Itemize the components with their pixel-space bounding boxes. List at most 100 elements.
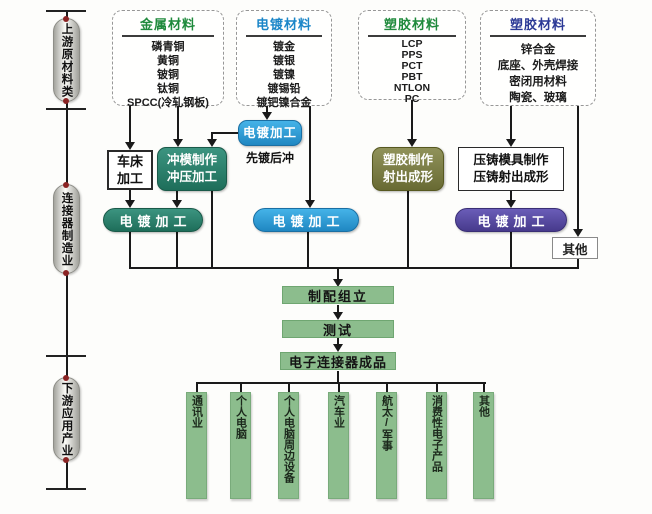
material-item: 镀钯镍合金 — [256, 97, 312, 109]
material-item: 陶瓷、玻璃 — [509, 92, 567, 104]
material-item: 钛铜 — [157, 83, 179, 95]
connector-line — [386, 382, 388, 393]
application-bar-pc-peripherals: 个人电脑周边设备 — [278, 392, 299, 499]
material-item: LCP — [401, 38, 423, 50]
capsule-dot — [63, 270, 69, 276]
stage-capsule-downstream-applications: 下游应用产业 — [53, 377, 80, 461]
connector-arrowhead — [125, 142, 135, 150]
die-casting-line2: 压铸射出成形 — [473, 170, 549, 184]
application-bar-consumer-electronics: 消费性电子产品 — [426, 392, 447, 499]
connector-line — [577, 259, 579, 268]
connector-arrowhead — [333, 312, 343, 320]
application-label: 汽车业 — [332, 395, 345, 428]
application-label: 航太/军事 — [380, 395, 393, 451]
connector-line — [483, 382, 485, 393]
stamping-process-box: 冲模制作 冲压加工 — [157, 147, 227, 191]
connector-arrowhead — [173, 139, 183, 147]
connector-arrowhead — [333, 344, 343, 352]
material-item: 铍铜 — [157, 69, 179, 81]
die-casting-process-box: 压铸模具制作 压铸射出成形 — [458, 147, 564, 191]
connector-line — [211, 132, 238, 134]
application-label: 其他 — [477, 395, 490, 417]
connector-line — [288, 382, 290, 393]
product-bar: 电子连接器成品 — [280, 352, 396, 370]
capsule-dot — [63, 375, 69, 381]
plating-bar-metal: 电镀加工 — [103, 208, 203, 232]
material-item: SPCC(冷轧钢板) — [127, 97, 209, 109]
application-bar-automotive: 汽车业 — [328, 392, 349, 499]
plating-bar-label: 电镀加工 — [477, 213, 550, 229]
connector-line — [337, 268, 339, 279]
material-item: 镀锡铅 — [267, 83, 301, 95]
stage-rail-tick — [46, 355, 86, 357]
material-item: 磷青铜 — [151, 41, 185, 53]
material-item: 镀银 — [273, 55, 295, 67]
material-box-title: 电镀材料 — [246, 14, 322, 37]
capsule-dot — [63, 16, 69, 22]
stage-label: 下游应用产业 — [60, 381, 73, 457]
material-box-metal: 金属材料 磷青铜 黄铜 铍铜 钛铜 SPCC(冷轧钢板) — [112, 10, 224, 109]
application-bar-telecom: 通讯业 — [186, 392, 207, 499]
application-bar-pc: 个人电脑 — [230, 392, 251, 499]
material-item: NTLON — [393, 82, 431, 94]
die-casting-line1: 压铸模具制作 — [473, 153, 549, 167]
material-box-plating: 电镀材料 镀金 镀银 镀镍 镀锡铅 镀钯镍合金 — [236, 10, 332, 109]
material-item: 底座、外壳焊接 — [497, 60, 579, 72]
material-item: PPS — [401, 49, 423, 61]
connector-line — [510, 232, 512, 268]
material-item: PCT — [401, 60, 423, 72]
material-item: 镀镍 — [273, 69, 295, 81]
stage-rail-tick — [46, 10, 86, 12]
application-label: 消费性电子产品 — [430, 395, 443, 472]
application-label: 通讯业 — [190, 395, 203, 428]
lathe-process-box: 车床 加工 — [107, 150, 153, 190]
material-item: PBT — [401, 71, 423, 83]
plating-bar-label: 电镀加工 — [272, 213, 345, 229]
connector-arrowhead — [125, 200, 135, 208]
other-box: 其他 — [552, 237, 598, 259]
stage-capsule-upstream-materials: 上游原材料类 — [53, 18, 80, 102]
connector-line — [211, 132, 213, 139]
connector-arrowhead — [407, 139, 417, 147]
plating-bar-mid: 电镀加工 — [253, 208, 359, 232]
connector-line — [309, 106, 311, 200]
capsule-dot — [63, 98, 69, 104]
connector-line — [240, 382, 242, 393]
stage-label: 上游原材料类 — [60, 22, 73, 98]
material-item: 锌合金 — [520, 44, 556, 56]
connector-line — [338, 382, 340, 393]
lathe-line2: 加工 — [116, 171, 143, 186]
material-box-plastic: 塑胶材料 LCP PPS PCT PBT NTLON PC — [358, 10, 466, 105]
material-item: 密闭用材料 — [509, 76, 567, 88]
pre-plating-label: 电镀加工 — [242, 125, 297, 140]
connector-line — [510, 106, 512, 139]
connector-distributor-line — [196, 382, 486, 384]
material-item: PC — [404, 93, 420, 105]
connector-line — [337, 305, 339, 312]
connector-arrowhead — [506, 139, 516, 147]
connector-line — [407, 191, 409, 268]
connector-arrowhead — [506, 200, 516, 208]
pre-plating-note: 先镀后冲 — [245, 151, 294, 165]
application-bar-aerospace-military: 航太/军事 — [376, 392, 397, 499]
connector-line — [337, 371, 339, 383]
connector-arrowhead — [207, 139, 217, 147]
connector-line — [196, 382, 198, 393]
connector-line — [577, 106, 579, 229]
application-label: 个人电脑 — [234, 395, 247, 439]
connector-line — [411, 100, 413, 139]
test-bar: 测试 — [282, 320, 394, 338]
capsule-dot — [63, 182, 69, 188]
connector-line — [176, 232, 178, 268]
material-item: 黄铜 — [157, 55, 179, 67]
stage-rail-tick — [46, 108, 86, 110]
capsule-dot — [63, 457, 69, 463]
connector-arrowhead — [333, 279, 343, 287]
material-box-title: 金属材料 — [122, 14, 214, 37]
stage-label: 连接器制造业 — [60, 191, 73, 267]
application-label: 个人电脑周边设备 — [282, 395, 295, 483]
molding-process-box: 塑胶制作 射出成形 — [372, 147, 444, 191]
connector-arrowhead — [573, 229, 583, 237]
stage-capsule-connector-manufacturing: 连接器制造业 — [53, 184, 80, 274]
